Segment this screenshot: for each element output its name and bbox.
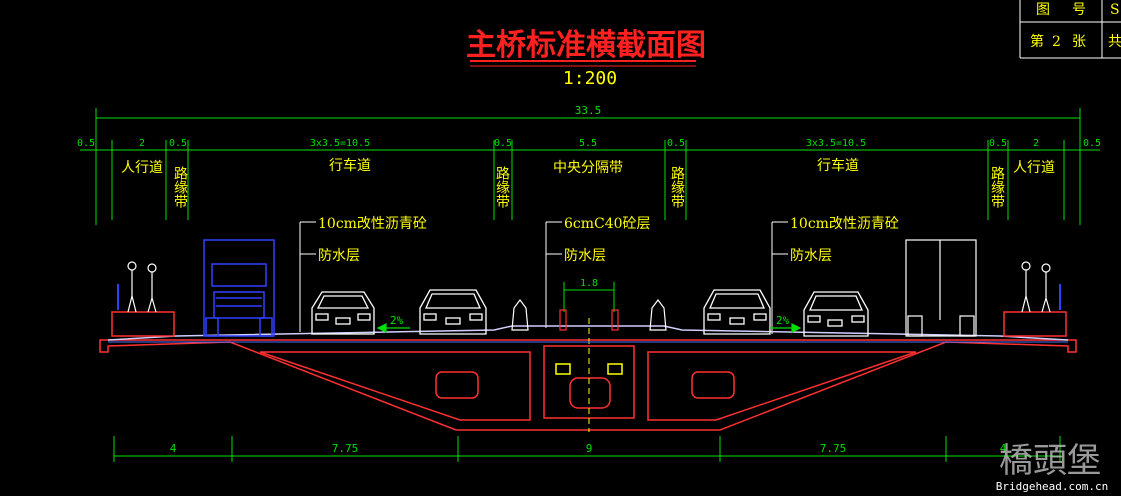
dim-seg-1: 0.5: [77, 138, 95, 149]
sidewalk-blocks: [111, 311, 1067, 337]
zone-curb-4: 路缘带: [989, 166, 1005, 209]
slope-right-label: 2%: [776, 314, 790, 327]
median-dim-value: 1.8: [580, 278, 598, 289]
pedestrians-right: [1021, 261, 1061, 313]
car-3: [703, 289, 771, 335]
zone-carriageway-right: 行车道: [817, 157, 859, 174]
zone-median: 中央分隔带: [553, 160, 623, 176]
title-block-label-2: 号: [1072, 2, 1086, 18]
top-dimension-lines: [80, 108, 1100, 225]
dim-seg-10: 2: [1033, 138, 1039, 149]
note-right-surface: 10cm改性沥青砼: [790, 216, 899, 232]
zone-sidewalk-left: 人行道: [121, 160, 163, 176]
truck-right: [905, 239, 977, 337]
dim-seg-4: 3x3.5=10.5: [310, 138, 370, 149]
dim-seg-8: 3x3.5=10.5: [806, 138, 866, 149]
note-left-surface: 10cm改性沥青砼: [318, 216, 427, 232]
note-center-waterproof: 防水层: [564, 248, 606, 264]
box-girder: [99, 339, 1077, 431]
dim-bottom-2: 7.75: [332, 442, 359, 455]
zone-curb-3: 路缘带: [669, 166, 685, 209]
dim-seg-9: 0.5: [989, 138, 1007, 149]
zone-carriageway-left: 行车道: [329, 157, 371, 174]
title-block-label-1: 图: [1036, 2, 1050, 18]
car-2: [419, 289, 487, 335]
truck-left: [203, 239, 275, 337]
bottom-dimension-lines: [113, 436, 1061, 462]
median-dimension: [563, 282, 615, 312]
zone-curb-2: 路缘带: [494, 166, 510, 209]
drawing-title: 主桥标准横截面图: [466, 28, 706, 63]
note-center-surface: 6cmC40砼层: [564, 216, 651, 232]
dim-seg-7: 0.5: [667, 138, 685, 149]
car-4: [803, 291, 869, 337]
median-barriers: [511, 299, 667, 331]
drawing-scale: 1:200: [563, 68, 617, 89]
dim-seg-3: 0.5: [169, 138, 187, 149]
zone-curb-1: 路缘带: [172, 166, 188, 209]
dim-bottom-3: 9: [586, 442, 593, 455]
slope-arrows: [376, 323, 802, 333]
note-right-waterproof: 防水层: [790, 248, 832, 264]
dim-bottom-1: 4: [170, 442, 177, 455]
title-block-sheet-1: 第: [1030, 33, 1044, 50]
dim-seg-6: 5.5: [579, 138, 597, 149]
title-block-sheet-4: 共: [1108, 34, 1121, 50]
note-left-waterproof: 防水层: [318, 248, 360, 264]
dim-seg-5: 0.5: [494, 138, 512, 149]
zone-sidewalk-right: 人行道: [1013, 160, 1055, 176]
watermark-site: Bridgehead.com.cn: [996, 480, 1109, 493]
dim-seg-2: 2: [139, 138, 145, 149]
watermark-logo: 橋頭堡: [999, 441, 1101, 481]
title-block-label-3: S: [1110, 2, 1120, 18]
car-1: [311, 291, 375, 335]
dim-bottom-5: 4: [1000, 442, 1007, 455]
dim-bottom-4: 7.75: [820, 442, 847, 455]
note-leaders: [299, 221, 788, 334]
title-block-sheet-2: 2: [1052, 34, 1061, 50]
deck-pavement: [107, 325, 1069, 343]
dim-total: 33.5: [575, 104, 602, 117]
slope-left-label: 2%: [390, 314, 404, 327]
title-block: [1019, 0, 1121, 59]
dim-seg-11: 0.5: [1083, 138, 1101, 149]
pedestrians-left: [117, 261, 157, 313]
title-block-sheet-3: 张: [1072, 34, 1086, 50]
